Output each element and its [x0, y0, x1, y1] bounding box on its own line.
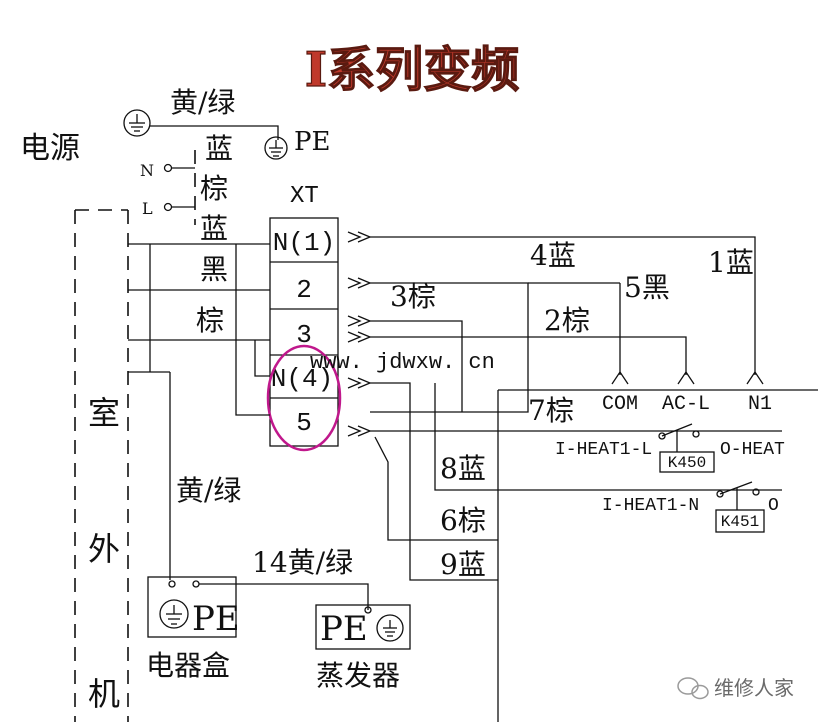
terminal-block-name: XT — [290, 183, 319, 210]
brand-watermark: 维修人家 — [714, 676, 794, 700]
wire-color-brown: 棕 — [200, 172, 228, 205]
wire-label-5: 5黑 — [624, 271, 670, 304]
evaporator-ground-icon — [376, 614, 404, 642]
terminal-3: 3 — [296, 320, 312, 350]
electric-box-pe: PE — [192, 599, 240, 639]
ground-wire-color: 黄/绿 — [170, 86, 235, 119]
relay-2-id: K451 — [721, 513, 759, 531]
outdoor-unit-boundary — [74, 209, 129, 722]
diagram-title: I系列变频 — [305, 42, 519, 98]
relay-1-output: O-HEAT — [720, 440, 785, 460]
relay-2-input: I-HEAT1-N — [602, 496, 699, 516]
evaporator-pe: PE — [320, 609, 368, 649]
highlight-circle — [266, 344, 342, 452]
electric-box — [147, 576, 237, 638]
url-watermark: www. jdwxw. cn — [310, 350, 495, 375]
outdoor-unit-char-3: 机 — [88, 675, 120, 713]
power-source-label: 电源 — [20, 131, 80, 166]
block-wire-black: 黑 — [200, 253, 228, 286]
ground-label-electric-box: 黄/绿 — [176, 474, 241, 507]
terminal-n-label: N — [140, 161, 154, 180]
relay-2-contact-icon — [716, 481, 760, 510]
relay-1-input: I-HEAT1-L — [555, 440, 652, 460]
terminal-n1: N(1) — [273, 228, 335, 258]
evaporator-box — [315, 604, 411, 650]
block-wire-blue: 蓝 — [200, 212, 228, 245]
wire-label-2: 2棕 — [544, 304, 590, 337]
board-terminal-com: COM — [602, 393, 638, 416]
connector-arrows — [347, 231, 372, 437]
wire-label-6: 6棕 — [440, 504, 486, 537]
board-terminal-n1: N1 — [748, 393, 772, 416]
terminal-block — [269, 217, 339, 447]
outdoor-unit-char-2: 外 — [88, 530, 120, 568]
electric-box-ground-icon — [159, 599, 189, 629]
relay-1-id: K450 — [668, 454, 706, 472]
relay-2-output: O — [768, 496, 779, 516]
relay-1-contact-icon — [658, 423, 700, 452]
block-wire-brown: 棕 — [196, 304, 224, 337]
wire-label-4: 4蓝 — [530, 239, 576, 272]
terminal-n4: N(4) — [271, 364, 333, 394]
outdoor-unit-char-1: 室 — [88, 394, 120, 432]
evaporator-label: 蒸发器 — [316, 659, 400, 692]
wire-label-3: 3棕 — [390, 280, 436, 313]
wire-label-1: 1蓝 — [708, 246, 754, 279]
wire-label-9: 9蓝 — [440, 548, 486, 581]
terminal-5: 5 — [296, 408, 312, 438]
wire-color-blue: 蓝 — [205, 132, 233, 165]
ground-symbol-icon — [123, 109, 151, 137]
terminal-2: 2 — [296, 275, 312, 305]
wire-label-8: 8蓝 — [440, 452, 486, 485]
board-terminal-ac-l: AC-L — [662, 393, 710, 416]
electric-box-label: 电器盒 — [146, 649, 230, 682]
wire-label-7: 7棕 — [528, 394, 574, 427]
wechat-icon — [677, 677, 709, 700]
pe-label: PE — [294, 127, 330, 157]
pe-ground-icon — [264, 136, 288, 160]
ground-label-evaporator: 14黄/绿 — [252, 546, 353, 579]
terminal-l-label: L — [142, 199, 153, 218]
